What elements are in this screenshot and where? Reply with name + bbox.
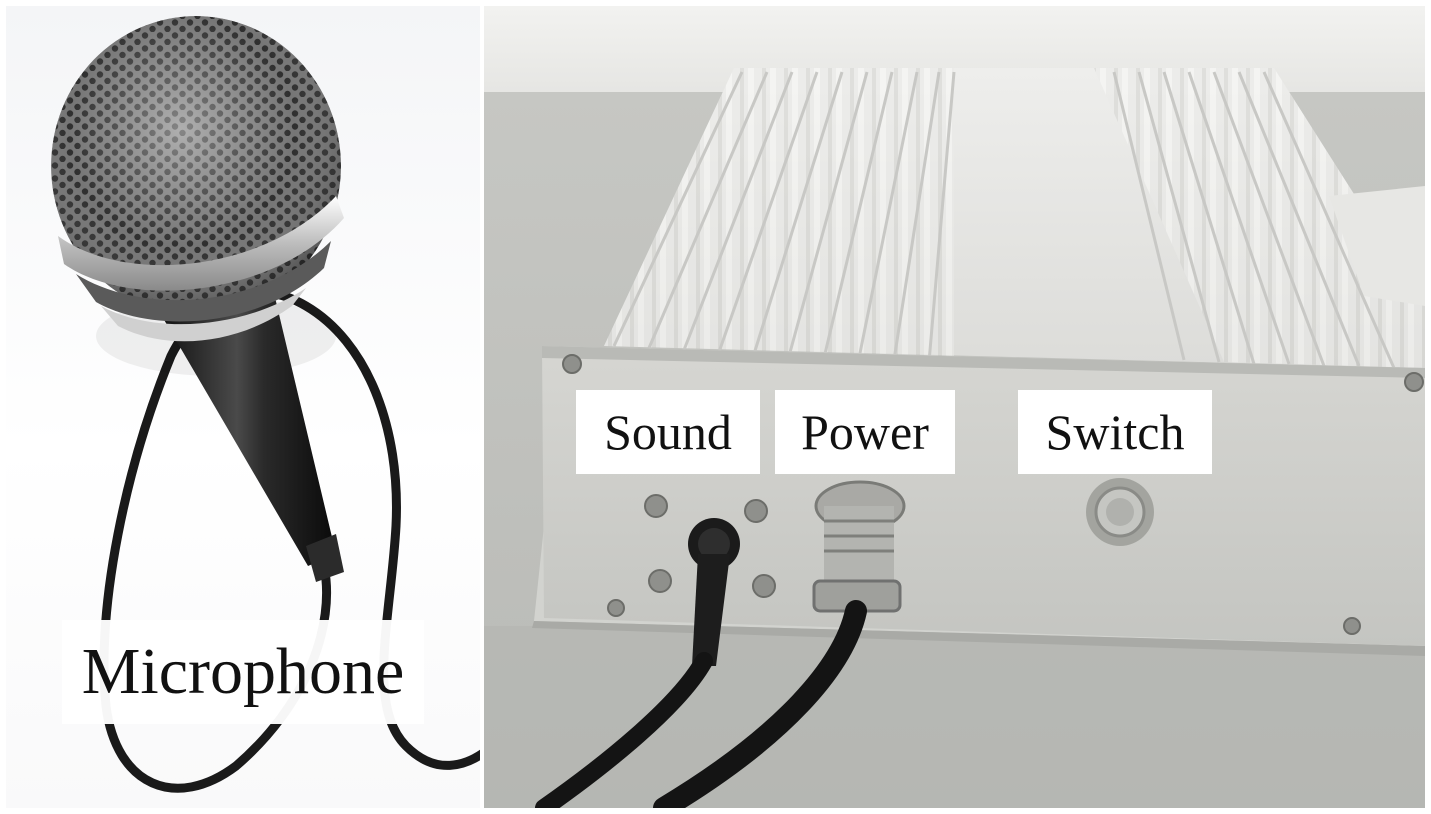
device-photo-panel: Sound Power Switch — [484, 6, 1425, 808]
microphone-illustration — [51, 16, 480, 793]
cable-icon — [535, 600, 867, 808]
power-label: Power — [775, 390, 955, 474]
sound-label: Sound — [576, 390, 760, 474]
power-connector-icon — [812, 480, 906, 613]
microphone-icon — [51, 16, 344, 582]
switch-label: Switch — [1018, 390, 1212, 474]
power-switch-icon — [1086, 478, 1154, 546]
audio-jack-icon — [688, 518, 740, 666]
microphone-panel: Microphone — [6, 6, 480, 808]
microphone-label: Microphone — [62, 620, 424, 724]
enclosure-screws — [562, 354, 1424, 635]
